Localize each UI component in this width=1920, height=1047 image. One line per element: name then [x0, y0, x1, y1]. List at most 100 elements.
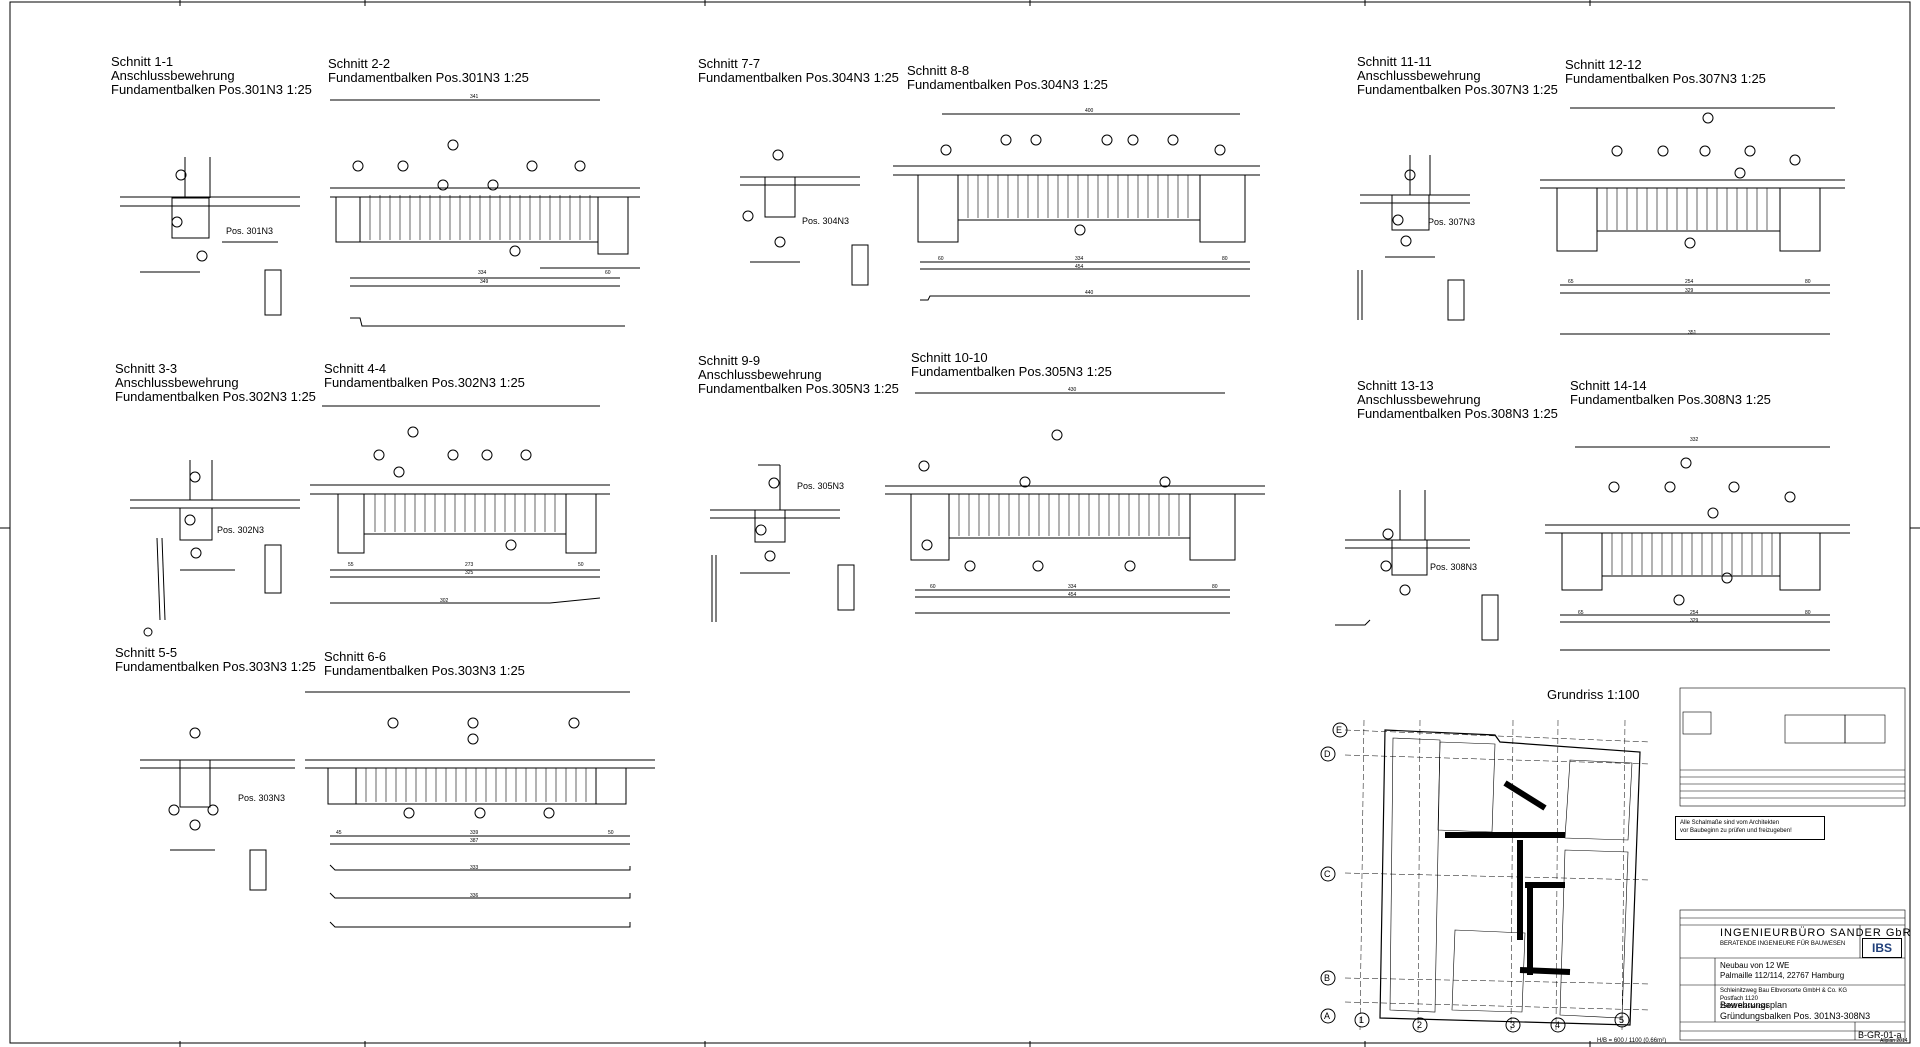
section-10-10-title: Schnitt 10-10 Fundamentbalken Pos.305N3 … [911, 351, 1112, 379]
section-10-10-drawing [885, 392, 1265, 614]
company-name: INGENIEURBÜRO SANDER GbR [1720, 927, 1912, 939]
client-city: 25469 Halstenbek [1720, 1004, 1769, 1010]
section-title-line: Fundamentbalken Pos.307N3 1:25 [1357, 82, 1558, 97]
dimension-label: 65 [1568, 279, 1574, 285]
client-address: Postfach 1120 [1720, 996, 1758, 1002]
dimension-label: 45 [336, 830, 342, 836]
section-title-line: Schnitt 11-11 [1357, 54, 1432, 69]
dimension-label: 254 [1685, 279, 1694, 285]
section-11-11-title: Schnitt 11-11 Anschlussbewehrung Fundame… [1357, 55, 1558, 97]
dimension-label: 329 [1690, 618, 1699, 624]
section-12-12-drawing [1540, 107, 1845, 335]
axis-label: 2 [1417, 1020, 1423, 1030]
dimension-label: 349 [480, 279, 489, 285]
section-title-line: Fundamentbalken Pos.301N3 1:25 [111, 82, 312, 97]
section-title-line: Fundamentbalken Pos.303N3 1:25 [324, 663, 525, 678]
section-6-6-title: Schnitt 6-6 Fundamentbalken Pos.303N3 1:… [324, 650, 525, 678]
section-2-2-drawing [330, 99, 640, 327]
pos-label: Pos. 308N3 [1430, 562, 1478, 572]
pos-label: Pos. 304N3 [802, 216, 850, 226]
dimension-label: 332 [1690, 437, 1699, 443]
dimension-label: 334 [1075, 256, 1084, 262]
section-title-line: Anschlussbewehrung [115, 375, 239, 390]
pos-label: Pos. 301N3 [226, 226, 274, 236]
axis-1-marker [1354, 1012, 1370, 1028]
section-title-line: Anschlussbewehrung [698, 367, 822, 382]
section-8-8-title: Schnitt 8-8 Fundamentbalken Pos.304N3 1:… [907, 64, 1108, 92]
dimension-label: 80 [1805, 279, 1811, 285]
axis-3-marker [1505, 1017, 1521, 1033]
dimension-label: 387 [470, 838, 479, 844]
section-9-9-title: Schnitt 9-9 Anschlussbewehrung Fundament… [698, 354, 899, 396]
section-title-line: Fundamentbalken Pos.305N3 1:25 [698, 381, 899, 396]
section-title-line: Anschlussbewehrung [1357, 392, 1481, 407]
section-title-line: Schnitt 3-3 [115, 361, 178, 376]
section-title-line: Fundamentbalken Pos.303N3 1:25 [115, 659, 316, 674]
section-title-line: Schnitt 7-7 [698, 56, 761, 71]
dimension-label: 50 [608, 830, 614, 836]
axis-label: D [1324, 749, 1331, 759]
section-1-1-drawing [120, 157, 300, 316]
dimension-label: 50 [578, 562, 584, 568]
section-5-5-drawing [140, 727, 295, 891]
dimension-label: 336 [470, 893, 479, 899]
axis-label: 4 [1555, 1020, 1561, 1030]
dimension-label: 80 [1222, 256, 1228, 262]
section-12-12-title: Schnitt 12-12 Fundamentbalken Pos.307N3 … [1565, 58, 1766, 86]
dimension-label: 254 [1690, 610, 1699, 616]
section-13-13-drawing [1335, 490, 1499, 641]
scale-note: H/B = 600 / 1100 (0.66m²) [1597, 1038, 1667, 1044]
axis-5-marker [1614, 1012, 1630, 1028]
axis-4-marker [1550, 1017, 1566, 1033]
company-subtitle: BERATENDE INGENIEURE FÜR BAUWESEN [1720, 941, 1846, 947]
axis-label: E [1336, 725, 1343, 735]
section-title-line: Fundamentbalken Pos.304N3 1:25 [907, 77, 1108, 92]
section-title-line: Schnitt 14-14 [1570, 378, 1647, 393]
dimension-label: 273 [465, 562, 474, 568]
section-title-line: Schnitt 8-8 [907, 63, 970, 78]
axis-A-marker [1320, 1008, 1336, 1024]
section-title-line: Schnitt 5-5 [115, 645, 178, 660]
section-title-line: Schnitt 2-2 [328, 56, 391, 71]
axis-label: 1 [1359, 1015, 1365, 1025]
dimension-label: 60 [938, 256, 944, 262]
dimension-label: 334 [1068, 584, 1077, 590]
dimension-label: 60 [930, 584, 936, 590]
section-title-line: Schnitt 6-6 [324, 649, 387, 664]
dimension-label: 400 [1085, 108, 1094, 114]
title-block-frame [1679, 909, 1906, 1041]
section-title-line: Schnitt 12-12 [1565, 57, 1642, 72]
pos-label: Pos. 307N3 [1428, 217, 1476, 227]
section-9-9-drawing [710, 464, 855, 622]
dimension-label: 430 [1068, 387, 1077, 393]
pos-label: Pos. 302N3 [217, 525, 265, 535]
section-3-3-title: Schnitt 3-3 Anschlussbewehrung Fundament… [115, 362, 316, 404]
dimension-label: 351 [1688, 330, 1697, 336]
axis-D-marker [1320, 746, 1336, 762]
project-name: Neubau von 12 WE [1720, 961, 1790, 970]
section-1-1-title: Schnitt 1-1 Anschlussbewehrung Fundament… [111, 55, 312, 97]
axis-label: B [1324, 973, 1331, 983]
floor-plan-title: Grundriss 1:100 [1547, 687, 1640, 702]
dimension-label: 334 [478, 270, 487, 276]
dimension-label: 454 [1068, 592, 1077, 598]
pos-label: Pos. 303N3 [238, 793, 286, 803]
section-title-line: Schnitt 13-13 [1357, 378, 1434, 393]
dimension-label: 329 [1685, 288, 1694, 294]
section-title-line: Fundamentbalken Pos.308N3 1:25 [1570, 392, 1771, 407]
section-title-line: Schnitt 9-9 [698, 353, 761, 368]
company-logo: IBS [1862, 938, 1902, 958]
dimension-label: 302 [440, 598, 449, 604]
section-title-line: Anschlussbewehrung [111, 68, 235, 83]
section-title-line: Fundamentbalken Pos.302N3 1:25 [324, 375, 525, 390]
section-4-4-title: Schnitt 4-4 Fundamentbalken Pos.302N3 1:… [324, 362, 525, 390]
section-5-5-title: Schnitt 5-5 Fundamentbalken Pos.303N3 1:… [115, 646, 316, 674]
section-title-line: Fundamentbalken Pos.307N3 1:25 [1565, 71, 1766, 86]
axis-C-marker [1320, 866, 1336, 882]
axis-E-marker [1332, 722, 1348, 738]
dimension-label: 333 [470, 865, 479, 871]
axis-label: C [1324, 869, 1331, 879]
plan-title: Bewehrungsplan [1720, 1000, 1788, 1010]
section-title-line: Fundamentbalken Pos.308N3 1:25 [1357, 406, 1558, 421]
